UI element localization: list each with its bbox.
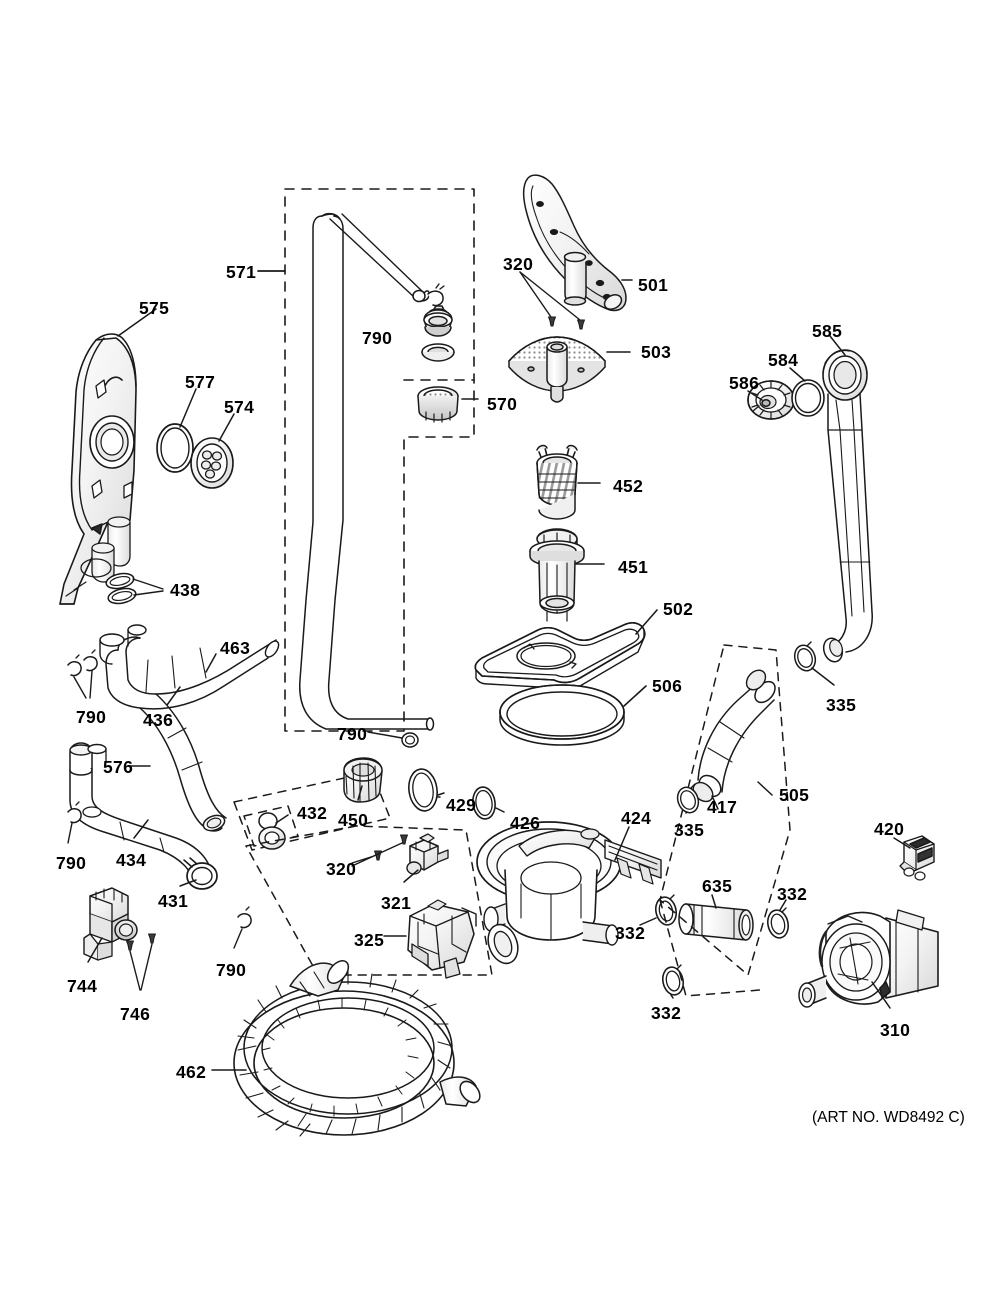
callout-420: 420 [874, 819, 905, 839]
callout-503: 503 [641, 342, 672, 362]
callout-790-center: 790 [337, 724, 368, 744]
callout-310: 310 [880, 1020, 911, 1040]
callout-451: 451 [618, 557, 649, 577]
callout-635: 635 [702, 876, 733, 896]
callout-575: 575 [139, 298, 170, 318]
callout-505: 505 [779, 785, 810, 805]
callout-790-lower-center: 790 [216, 960, 247, 980]
callout-429: 429 [446, 795, 477, 815]
callout-335-center: 335 [674, 820, 705, 840]
callout-332-bottom: 332 [651, 1003, 682, 1023]
callout-790-left-upper: 790 [76, 707, 107, 727]
callout-506: 506 [652, 676, 683, 696]
callout-577: 577 [185, 372, 216, 392]
callout-432: 432 [297, 803, 328, 823]
callout-584: 584 [768, 350, 799, 370]
callout-436: 436 [143, 710, 174, 730]
callout-321: 321 [381, 893, 412, 913]
callout-450: 450 [338, 810, 369, 830]
callout-332-right: 332 [777, 884, 808, 904]
callout-570: 570 [487, 394, 518, 414]
callout-586: 586 [729, 373, 760, 393]
callout-320-lower: 320 [326, 859, 357, 879]
callout-452: 452 [613, 476, 644, 496]
callout-574: 574 [224, 397, 255, 417]
callout-501: 501 [638, 275, 669, 295]
callout-585: 585 [812, 321, 843, 341]
callout-434: 434 [116, 850, 147, 870]
callout-571: 571 [226, 262, 257, 282]
callout-502: 502 [663, 599, 694, 619]
callout-431: 431 [158, 891, 189, 911]
callout-462: 462 [176, 1062, 207, 1082]
callout-325: 325 [354, 930, 385, 950]
callout-746: 746 [120, 1004, 151, 1024]
callout-463: 463 [220, 638, 251, 658]
callout-744: 744 [67, 976, 98, 996]
callout-320-upper: 320 [503, 254, 534, 274]
callout-438: 438 [170, 580, 201, 600]
art-number-text: (ART NO. WD8492 C) [812, 1109, 965, 1126]
callout-426: 426 [510, 813, 541, 833]
callout-576: 576 [103, 757, 134, 777]
callout-424: 424 [621, 808, 652, 828]
callout-332-left: 332 [615, 923, 646, 943]
callout-335-right: 335 [826, 695, 857, 715]
callout-790-upper: 790 [362, 328, 393, 348]
callout-417: 417 [707, 797, 738, 817]
callout-790-left-lower: 790 [56, 853, 87, 873]
